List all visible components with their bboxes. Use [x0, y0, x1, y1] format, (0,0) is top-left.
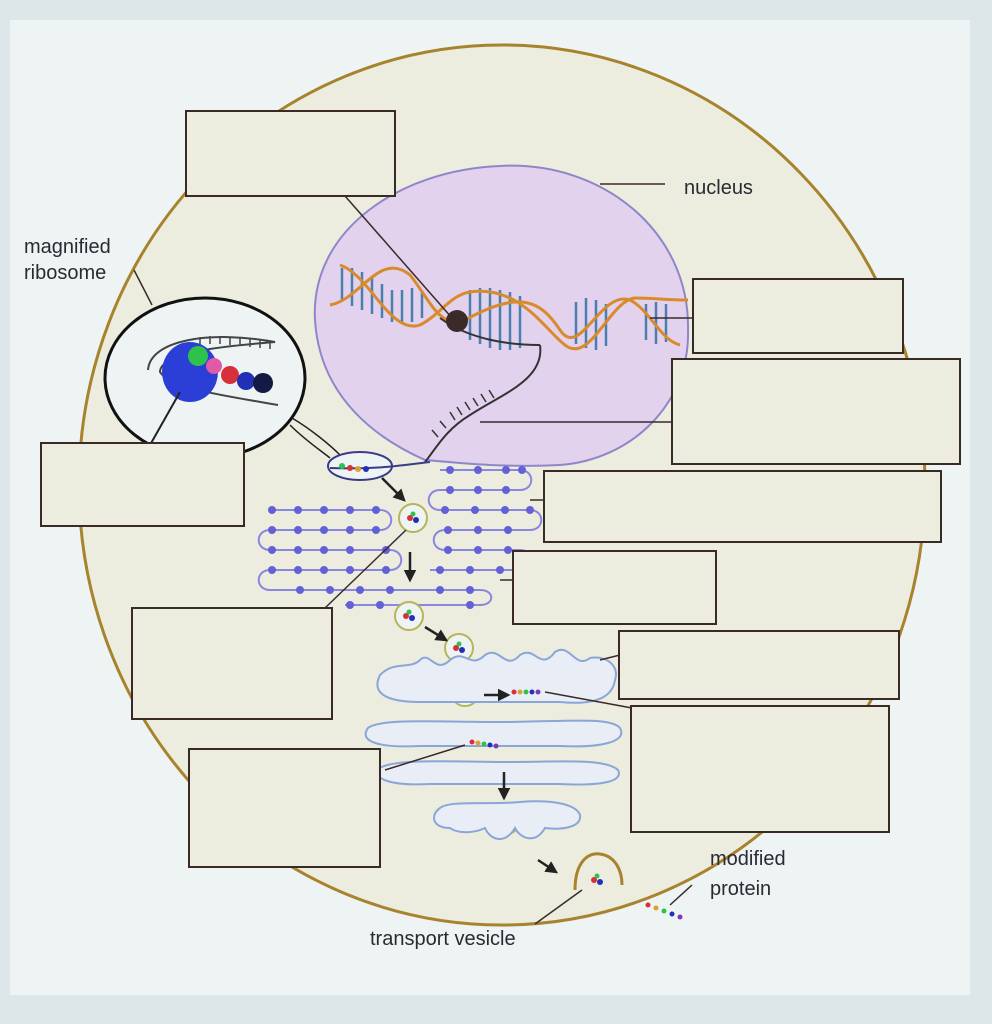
answer-box-5[interactable]	[543, 470, 942, 543]
label-nucleus: nucleus	[684, 177, 753, 199]
label-ribosome: ribosome	[24, 262, 107, 284]
ribosome-on-er	[327, 451, 393, 481]
flow-arrows	[381, 477, 559, 874]
answer-box-3[interactable]	[671, 358, 961, 465]
label-transport-vesicle: transport vesicle	[370, 928, 516, 950]
answer-box-4[interactable]	[40, 442, 245, 527]
magnified-ribosome-view	[103, 296, 341, 460]
golgi-apparatus	[364, 648, 623, 840]
answer-box-2[interactable]	[692, 278, 904, 354]
golgi-protein-chains	[469, 689, 683, 920]
label-modified: modified	[710, 848, 786, 870]
answer-box-1[interactable]	[185, 110, 396, 197]
exocytosis-vesicle	[573, 852, 624, 891]
nucleus-shape	[313, 164, 690, 467]
dna-helix	[329, 263, 689, 351]
er-ribosome-dots	[268, 466, 534, 609]
label-magnified: magnified	[24, 236, 111, 258]
answer-box-6[interactable]	[512, 550, 717, 625]
answer-box-9[interactable]	[630, 705, 890, 833]
mrna-strand	[424, 344, 542, 463]
label-protein: protein	[710, 878, 772, 900]
answer-box-8[interactable]	[618, 630, 900, 700]
leader-lines	[133, 183, 694, 925]
answer-box-10[interactable]	[188, 748, 381, 868]
answer-box-7[interactable]	[131, 607, 333, 720]
